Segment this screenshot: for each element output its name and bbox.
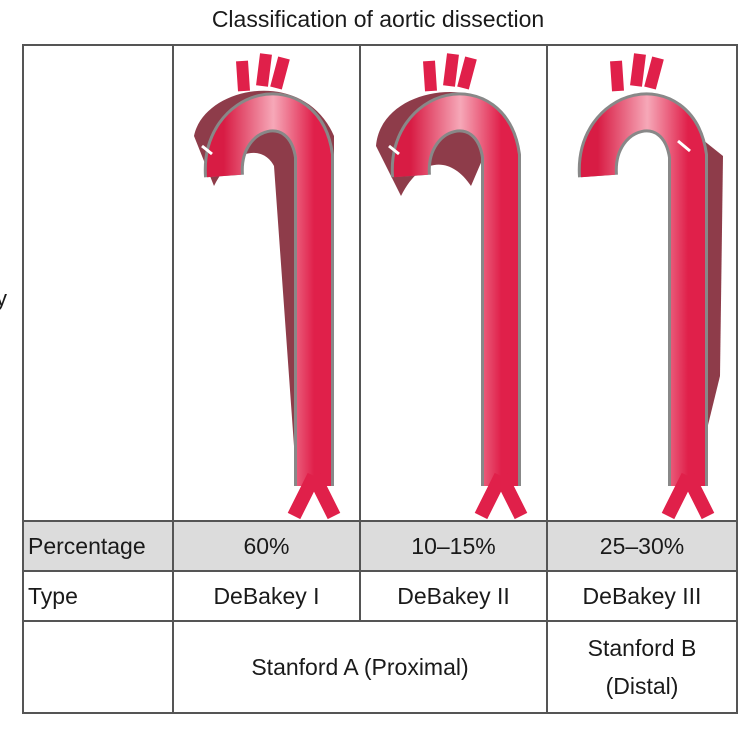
cropped-text: y bbox=[0, 286, 7, 311]
percentage-cell: 60% bbox=[172, 520, 361, 572]
percentage-row: Percentage 60% 10–15% 25–30% bbox=[22, 520, 738, 572]
stanford-b-line1: Stanford B bbox=[587, 635, 697, 661]
percentage-cell: 10–15% bbox=[359, 520, 548, 572]
type-cell: DeBakey III bbox=[546, 570, 738, 622]
row-label: Percentage bbox=[22, 520, 174, 572]
classification-table: Percentage 60% 10–15% 25–30% Type DeBake… bbox=[22, 44, 738, 714]
stanford-b-cell: Stanford B (Distal) bbox=[546, 620, 738, 714]
empty-cell bbox=[22, 44, 174, 522]
arrow-icon bbox=[677, 139, 691, 153]
figure-title: Classification of aortic dissection bbox=[211, 6, 545, 32]
type-cell: DeBakey I bbox=[172, 570, 361, 622]
stanford-row: Stanford A (Proximal) Stanford B (Distal… bbox=[22, 620, 738, 714]
stanford-a-cell: Stanford A (Proximal) bbox=[172, 620, 548, 714]
arrow-icon bbox=[388, 144, 400, 156]
percentage-cell: 25–30% bbox=[546, 520, 738, 572]
debakey-i-illustration bbox=[172, 44, 361, 522]
row-label bbox=[22, 620, 174, 714]
type-row: Type DeBakey I DeBakey II DeBakey III bbox=[22, 570, 738, 622]
arrow-icon bbox=[201, 144, 213, 156]
type-cell: DeBakey II bbox=[359, 570, 548, 622]
stanford-b-line2: (Distal) bbox=[605, 673, 679, 699]
row-label: Type bbox=[22, 570, 174, 622]
debakey-ii-illustration bbox=[359, 44, 548, 522]
debakey-iii-illustration bbox=[546, 44, 738, 522]
